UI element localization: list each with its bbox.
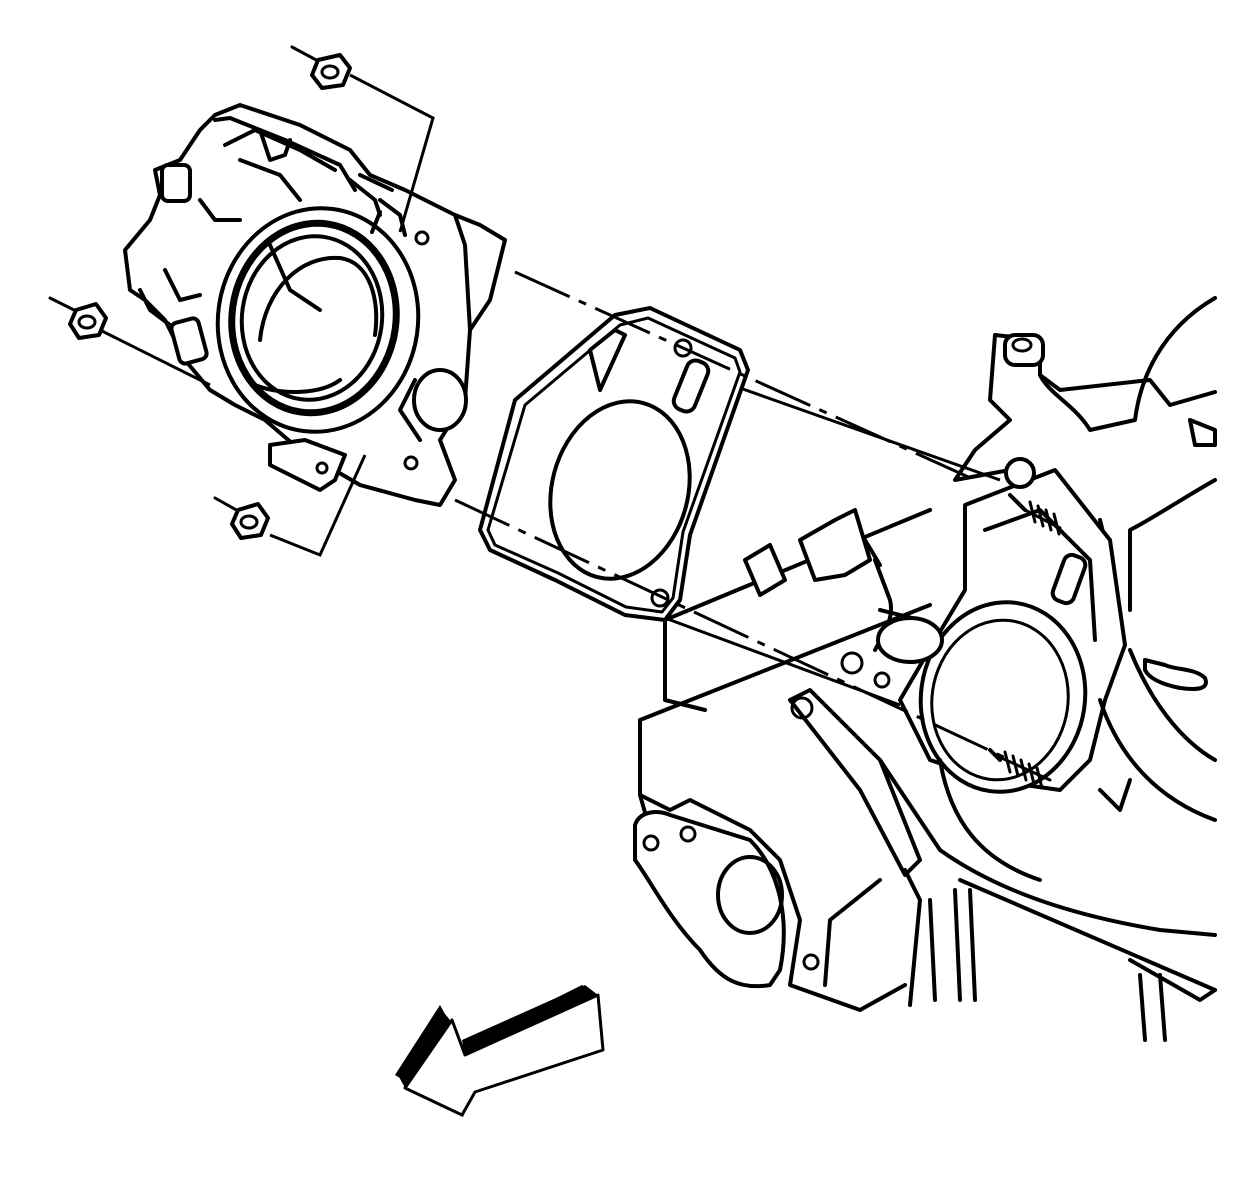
pcv-port	[876, 616, 944, 664]
nut-icon	[230, 502, 270, 540]
lower-boss	[268, 438, 347, 492]
mounting-stud-upper	[1004, 457, 1062, 536]
ground-eyelet	[1143, 658, 1208, 691]
arrow-icon	[403, 993, 605, 1117]
motor-connector	[169, 316, 209, 366]
gasket-bolt-hole-bottom	[650, 588, 670, 608]
mounting-stud-lower	[988, 748, 1052, 790]
throttle-body-nut-left	[48, 296, 108, 340]
gasket-slot	[671, 358, 711, 414]
throttle-bore-ring	[228, 219, 400, 417]
bracket-hole	[716, 855, 784, 935]
leader-lines	[99, 73, 1011, 762]
view-direction-arrow	[395, 985, 605, 1117]
tps-connector	[160, 163, 192, 203]
tb-bolt-hole-bottom	[403, 455, 419, 471]
throttle-body-nut-top	[290, 45, 352, 90]
nut-icon	[68, 302, 108, 340]
connector-1	[743, 543, 787, 597]
throttle-body-gasket	[478, 306, 750, 622]
stud-nut-top	[1004, 457, 1036, 489]
throttle-body-nut-bottom	[213, 496, 270, 540]
nut-icon	[310, 53, 352, 90]
support-strap	[788, 688, 922, 877]
intake-manifold	[633, 296, 1217, 1042]
gasket-bore	[548, 399, 692, 581]
tb-bolt-hole-top	[414, 230, 430, 246]
connector-2	[798, 508, 872, 582]
manifold-bore	[918, 600, 1088, 794]
flange-slot	[1050, 552, 1088, 606]
shaft-cap	[412, 368, 468, 432]
throttle-body	[123, 103, 507, 507]
gasket-bolt-hole-top	[673, 338, 693, 358]
